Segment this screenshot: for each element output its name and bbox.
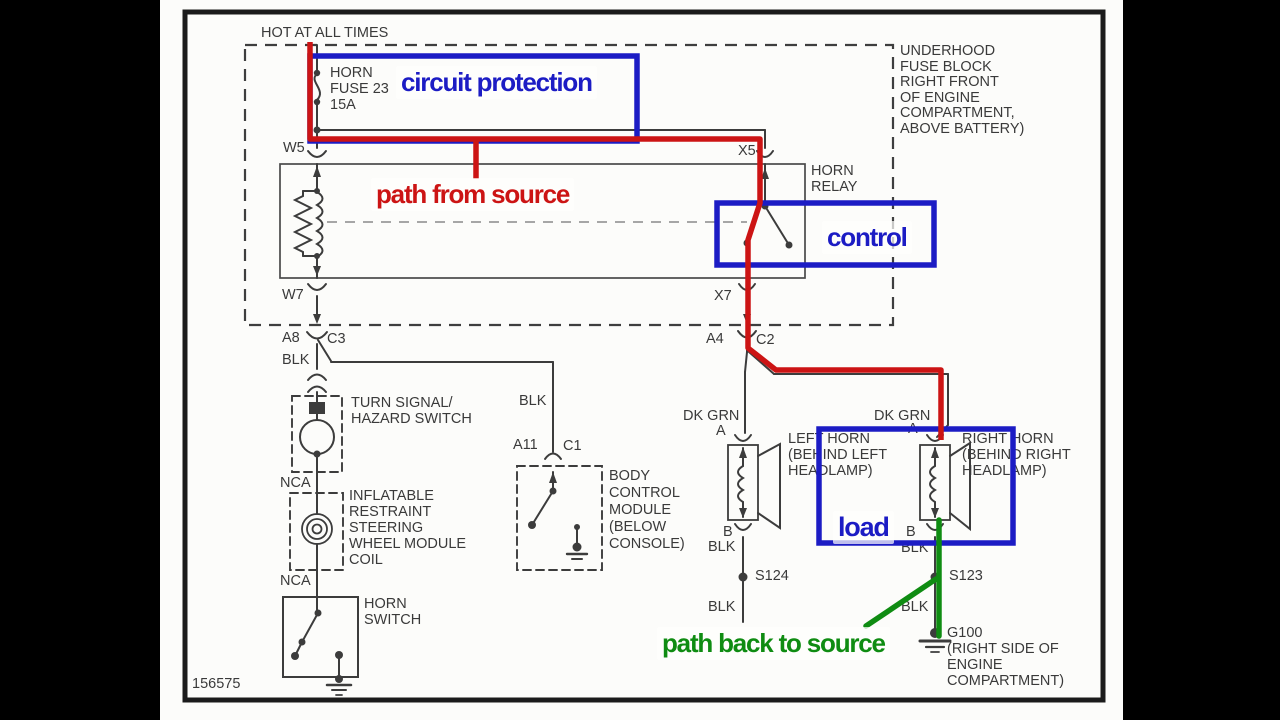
left-horn-label: LEFT HORN (BEHIND LEFT HEADLAMP)	[788, 431, 888, 479]
horn-switch-label: HORN SWITCH	[364, 596, 422, 628]
ground-location-label: (RIGHT SIDE OF ENGINE COMPARTMENT)	[947, 641, 1065, 689]
wire-blk-right-upper: BLK	[901, 540, 929, 556]
wire-blk-left-upper: BLK	[708, 539, 736, 555]
pin-a-left: A	[716, 423, 726, 439]
bcm-label: BODY CONTROL MODULE (BELOW CONSOLE)	[609, 468, 685, 552]
path-back-annotation: path back to source	[657, 627, 890, 660]
pin-x5: X5	[738, 143, 756, 159]
right-horn-label: RIGHT HORN (BEHIND RIGHT HEADLAMP)	[962, 431, 1071, 479]
nca-upper-label: NCA	[280, 475, 311, 491]
fuse-label: HORN FUSE 23 15A	[330, 65, 389, 113]
pin-w7: W7	[282, 287, 304, 303]
pin-a8: A8	[282, 330, 300, 346]
splice-s123-label: S123	[949, 568, 983, 584]
pin-a4: A4	[706, 331, 724, 347]
power-source-label: HOT AT ALL TIMES	[261, 25, 389, 41]
wire-blk-a8: BLK	[282, 352, 310, 368]
pin-b-right: B	[906, 524, 916, 540]
nca-lower-label: NCA	[280, 573, 311, 589]
circuit-protection-annotation: circuit protection	[396, 66, 597, 99]
turn-signal-label: TURN SIGNAL/ HAZARD SWITCH	[351, 395, 472, 427]
pin-c2: C2	[756, 332, 775, 348]
wire-dkgrn-right: DK GRN	[874, 408, 931, 424]
wire-blk-bcm: BLK	[519, 393, 547, 409]
pin-a11: A11	[513, 437, 538, 453]
sir-coil-label: INFLATABLE RESTRAINT STEERING WHEEL MODU…	[349, 488, 467, 568]
wire-dkgrn-left: DK GRN	[683, 408, 740, 424]
pin-a-right: A	[908, 421, 918, 437]
wire-blk-left-lower: BLK	[708, 599, 736, 615]
pin-x7: X7	[714, 288, 732, 304]
splice-s124-label: S124	[755, 568, 789, 584]
path-from-source-annotation: path from source	[371, 178, 575, 211]
control-annotation: control	[822, 221, 912, 254]
pin-w5: W5	[283, 140, 305, 156]
pin-c3: C3	[327, 331, 346, 347]
fuse-block-location-note: UNDERHOOD FUSE BLOCK RIGHT FRONT OF ENGI…	[900, 43, 1025, 137]
horn-relay-label: HORN RELAY	[811, 163, 858, 195]
load-annotation: load	[833, 511, 894, 544]
pin-b-left: B	[723, 524, 733, 540]
reference-number: 156575	[192, 676, 241, 692]
wire-blk-right-lower: BLK	[901, 599, 929, 615]
ground-g100-label: G100	[947, 625, 983, 641]
pin-c1: C1	[563, 438, 582, 454]
